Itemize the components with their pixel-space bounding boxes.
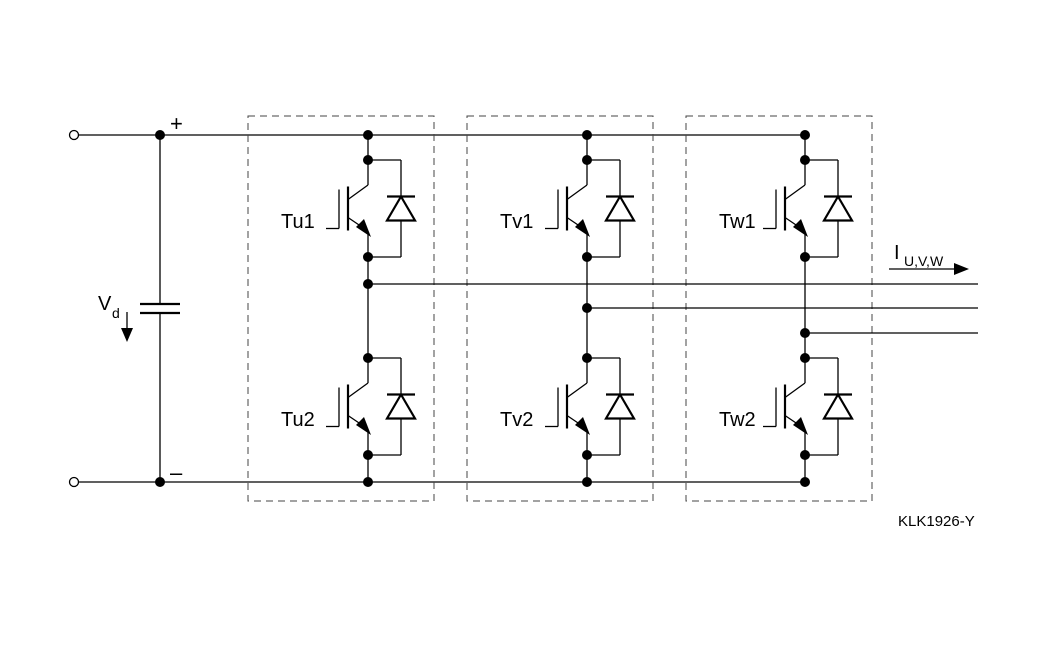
- plus-sign: +: [170, 111, 183, 136]
- junction-dot: [582, 477, 592, 487]
- junction-dot: [155, 477, 165, 487]
- junction-dot: [800, 477, 810, 487]
- junction-dot: [363, 477, 373, 487]
- junction-dot: [363, 353, 373, 363]
- igbt-cell-w-high: [763, 155, 854, 262]
- igbt-cell-v-low: [545, 353, 636, 460]
- transistor-label-tu2: Tu2: [281, 409, 315, 431]
- igbt-cell-u-high: [326, 155, 417, 262]
- igbt-cell-v-high: [545, 155, 636, 262]
- dc-link-capacitor: [140, 135, 180, 482]
- positive-terminal: [68, 129, 80, 141]
- junction-dot: [582, 252, 592, 262]
- junction-dot: [363, 252, 373, 262]
- transistor-label-tv1: Tv1: [500, 211, 533, 233]
- junction-dot: [582, 130, 592, 140]
- transistor-label-tw2: Tw2: [719, 409, 756, 431]
- negative-terminal: [68, 476, 80, 488]
- junction-dot: [800, 155, 810, 165]
- transistor-label-tw1: Tw1: [719, 211, 756, 233]
- junction-dot: [582, 353, 592, 363]
- transistor-label-tu1: Tu1: [281, 211, 315, 233]
- minus-sign: –: [170, 460, 183, 485]
- junction-dot: [582, 155, 592, 165]
- junction-dot: [800, 353, 810, 363]
- output-current-label: I: [894, 242, 900, 264]
- junction-dot: [155, 130, 165, 140]
- igbt-cell-u-low: [326, 353, 417, 460]
- supply-voltage-label: V: [98, 293, 112, 315]
- junction-dot: [363, 155, 373, 165]
- junction-dot: [800, 252, 810, 262]
- junction-dot: [582, 450, 592, 460]
- output-junction-dot: [582, 303, 592, 313]
- voltage-arrow-icon: [121, 312, 133, 342]
- output-current-subscript: U,V,W: [904, 253, 944, 269]
- igbt-cell-w-low: [763, 353, 854, 460]
- figure-reference-code: KLK1926-Y: [898, 513, 975, 530]
- junction-dot: [800, 130, 810, 140]
- output-junction-dot: [800, 328, 810, 338]
- junction-dot: [800, 450, 810, 460]
- junction-dot: [363, 130, 373, 140]
- junction-dot: [363, 450, 373, 460]
- supply-voltage-subscript: d: [112, 305, 120, 321]
- current-arrow-icon: [889, 263, 969, 275]
- output-junction-dot: [363, 279, 373, 289]
- phase-u-module: [247, 115, 435, 502]
- transistor-label-tv2: Tv2: [500, 409, 533, 431]
